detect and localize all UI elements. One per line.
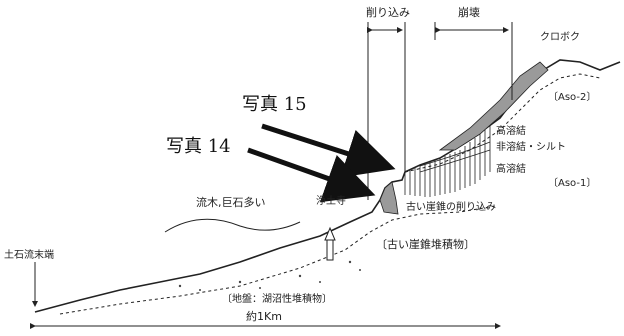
debris-flow-end-label: 土石流末端 (4, 248, 54, 261)
temple-icon (324, 226, 336, 261)
distance-label: 約1Km (246, 309, 282, 323)
subsurface-line-lower (59, 205, 496, 315)
subsurface-line-upper (404, 73, 601, 173)
old-talus-cut-zone (379, 181, 399, 215)
ground-label: 〔地盤：湖沼性堆積物〕 (222, 292, 332, 305)
non-welded-label: 非溶結・シルト (496, 140, 566, 153)
tuff-layer-band (419, 141, 491, 173)
welded-tuff-columns (404, 126, 491, 197)
kuroboku-label: クロボク (540, 31, 580, 43)
driftwood-label: 流木,巨石多い (196, 195, 266, 209)
old-talus-deposit-label: 〔古い崖錐堆積物〕 (376, 237, 475, 251)
photo14-label: 写真 14 (166, 136, 231, 157)
jodoji-label: 浄土寺 (316, 194, 346, 207)
photo14-arrow (247, 147, 376, 203)
high-welded-lower-label: 高溶結 (496, 162, 526, 175)
aso1-label: 〔Aso-1〕 (548, 177, 596, 189)
high-welded-upper-label: 高溶結 (496, 124, 526, 137)
ground-texture (178, 260, 361, 291)
collapse-label: 崩壊 (458, 5, 480, 19)
aso2-label: 〔Aso-2〕 (548, 91, 596, 103)
photo15-label: 写真 15 (242, 94, 307, 115)
collapse-zone (438, 61, 549, 151)
old-talus-cut-label: 古い崖錐の削り込み (406, 200, 496, 213)
cut-label: 削り込み (366, 5, 410, 19)
driftwood-brace (164, 218, 301, 233)
